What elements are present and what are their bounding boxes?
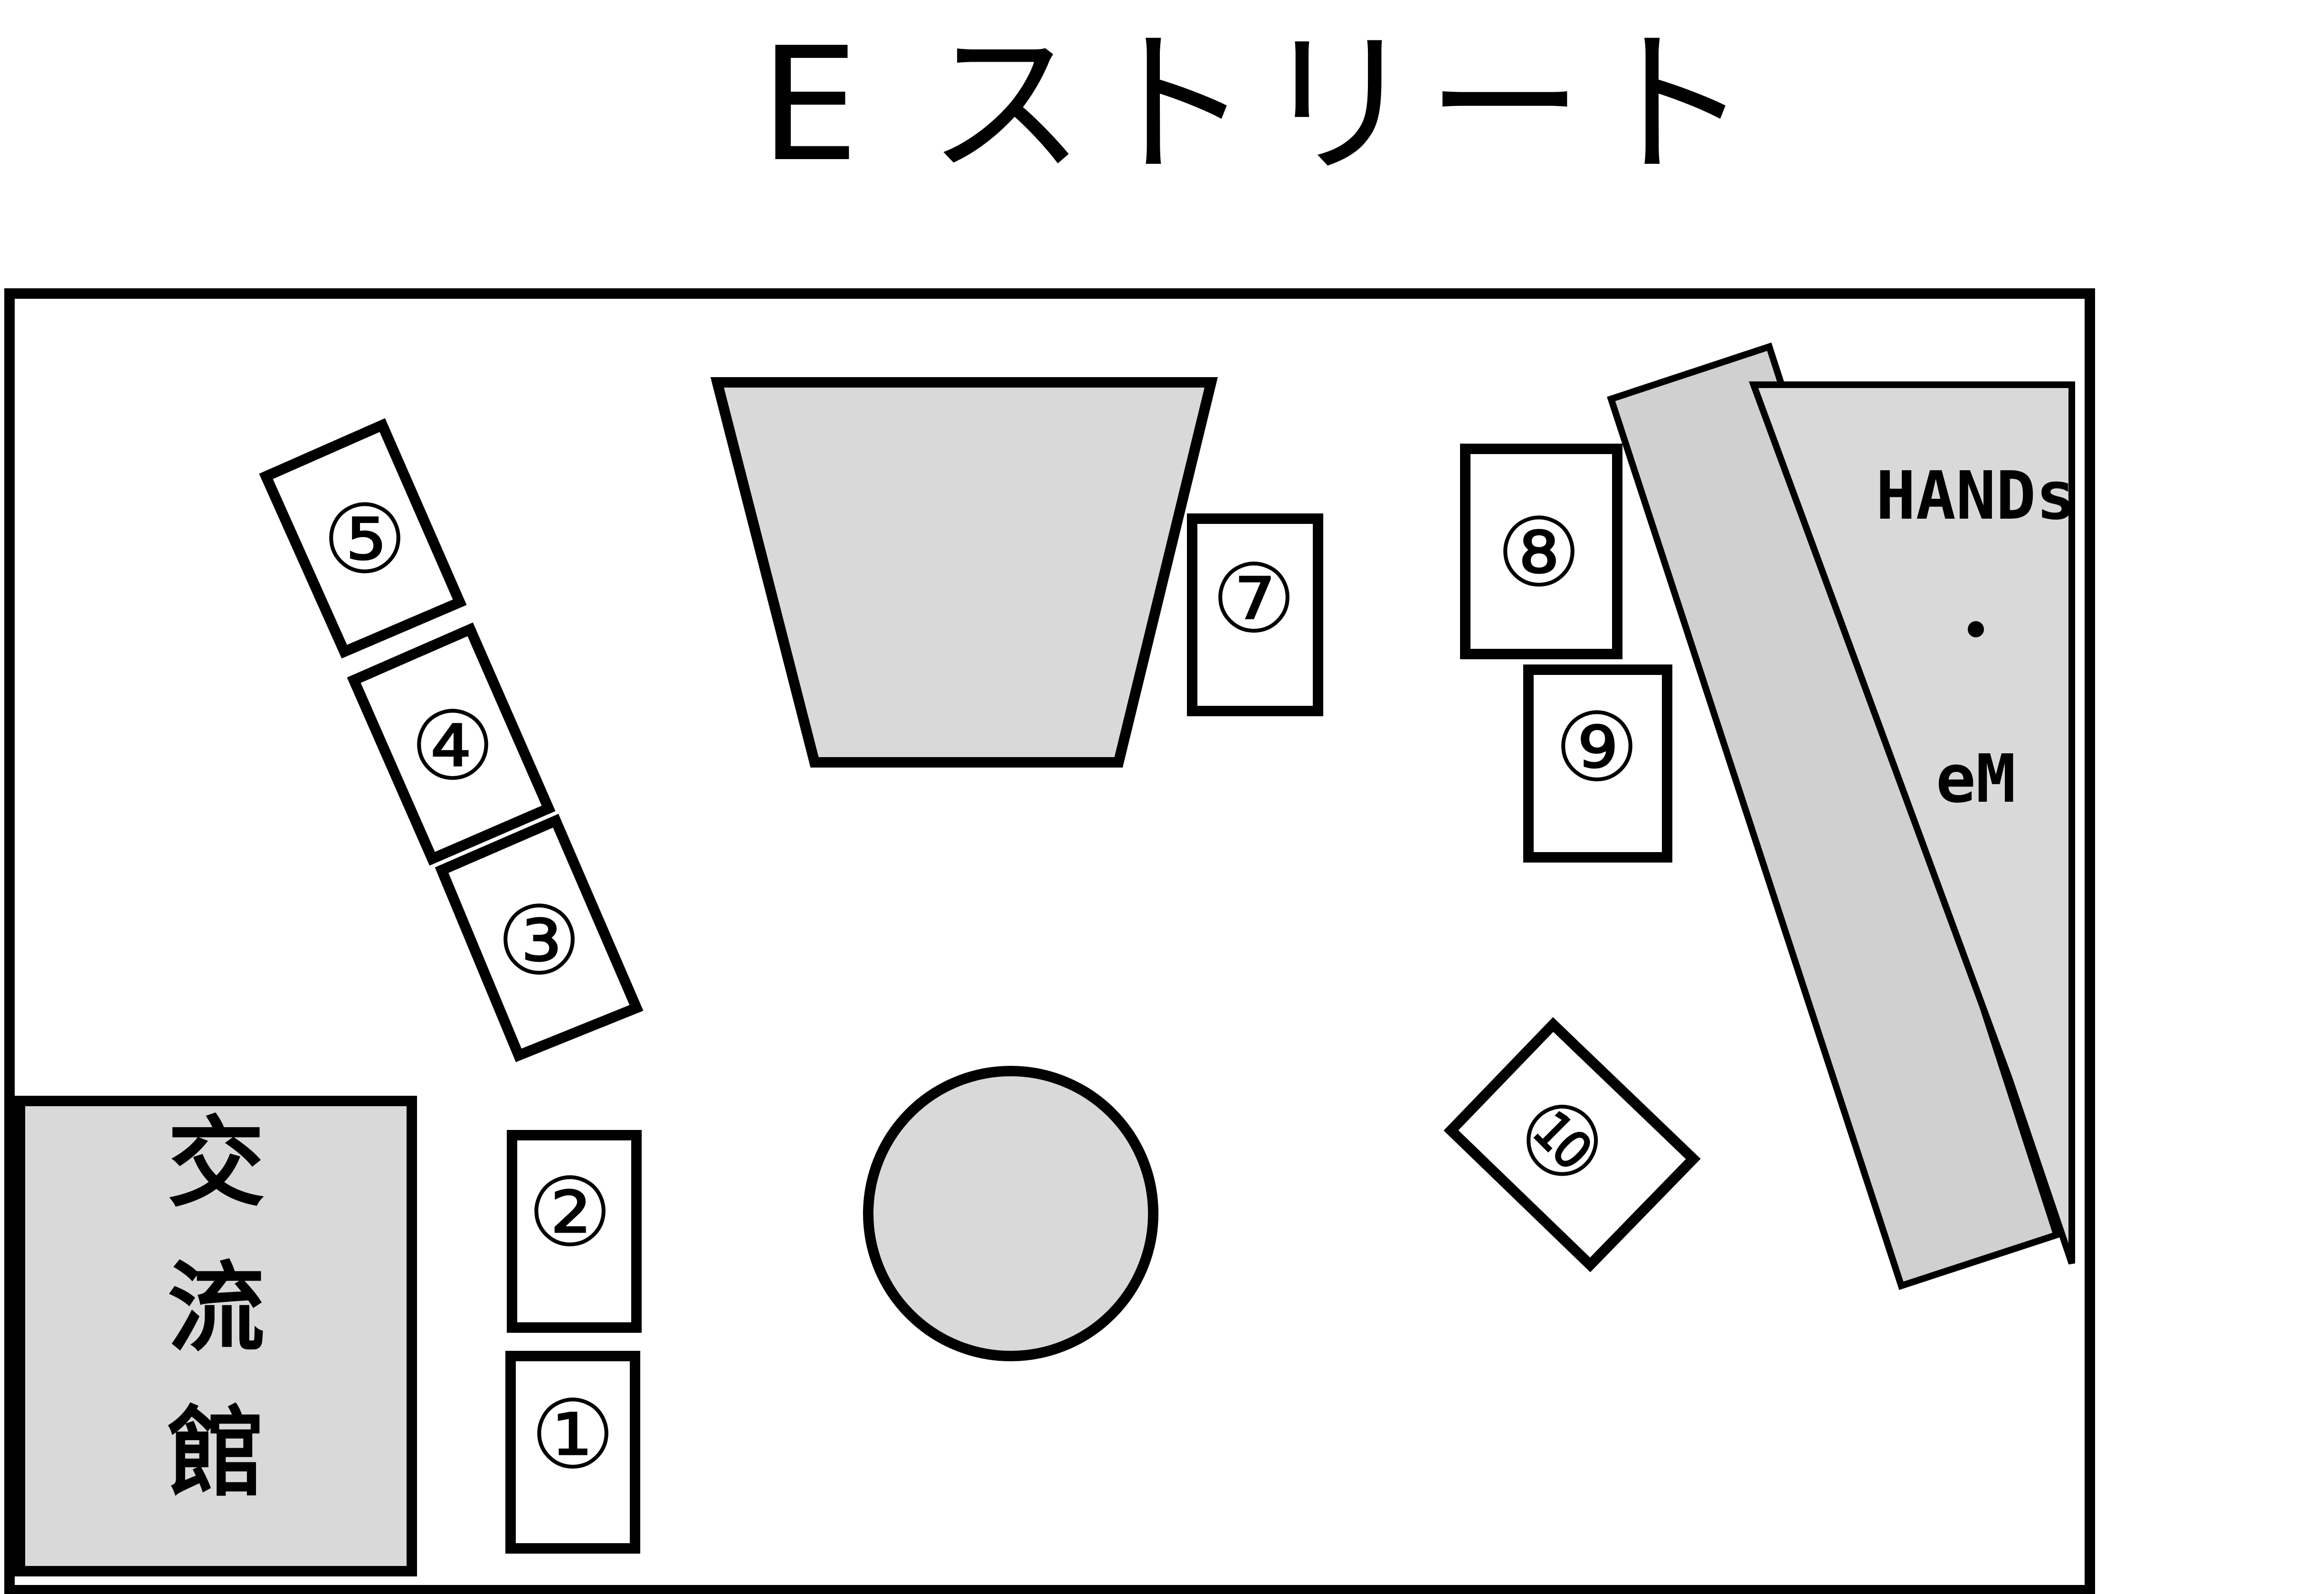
booth-2[interactable]: ② [507,1130,642,1333]
booth-10[interactable]: ⑩ [1443,1017,1701,1272]
booth-1-label: ① [530,1380,615,1490]
booth-5[interactable]: ⑤ [259,418,467,659]
map-title: E ストリート [760,14,1759,196]
em-label: eM [1936,740,2016,818]
booth-1-box [505,1351,640,1554]
plaza-trapezoid [710,377,1218,768]
booth-3-label: ③ [496,886,581,996]
hands-em-strip-back [1607,342,2061,1290]
booth-10-box [1443,1017,1701,1272]
exchange-hall-label-2: 流 [168,1252,265,1365]
hands-separator: ・ [1943,593,2009,671]
booth-8-label: ⑧ [1496,498,1581,608]
hands-label: HANDs [1876,457,2076,535]
booth-4-box [347,622,556,866]
booth-4[interactable]: ④ [347,622,556,866]
booth-5-label: ⑤ [322,484,407,595]
booth-1[interactable]: ① [505,1351,640,1554]
booth-7[interactable]: ⑦ [1187,513,1323,716]
exchange-hall [15,1096,417,1576]
booth-3[interactable]: ③ [435,814,644,1063]
booth-4-label: ④ [410,691,495,802]
booth-8[interactable]: ⑧ [1460,444,1622,659]
booth-5-box [259,418,467,659]
hands-em-strip-front [1748,381,2075,1265]
exchange-hall-label-1: 交 [168,1107,265,1220]
booth-9[interactable]: ⑨ [1523,664,1672,863]
booth-9-label: ⑨ [1554,693,1639,803]
round-plaza [863,1066,1158,1361]
booth-3-box [435,814,644,1063]
booth-7-box [1187,513,1323,716]
booth-8-box [1460,444,1622,659]
booth-7-label: ⑦ [1211,544,1296,655]
booth-9-box [1523,664,1672,863]
booth-2-box [507,1130,642,1333]
booth-2-label: ② [527,1158,612,1268]
exchange-hall-label-3: 館 [168,1397,265,1510]
